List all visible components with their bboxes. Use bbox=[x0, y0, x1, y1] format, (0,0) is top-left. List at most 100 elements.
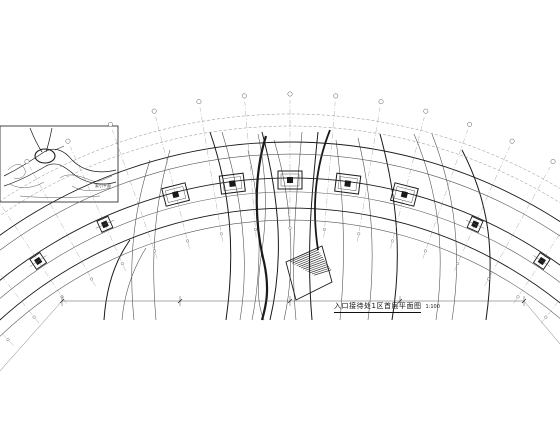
grid-line bbox=[0, 330, 14, 346]
pavilion-column bbox=[344, 180, 352, 187]
pavilion-inner bbox=[165, 186, 187, 203]
grid-bubble bbox=[390, 239, 394, 243]
pavilion-inner bbox=[280, 173, 300, 187]
grid-line bbox=[513, 233, 560, 304]
extension-line bbox=[523, 300, 560, 345]
grid-line bbox=[540, 299, 560, 324]
ramp-step bbox=[296, 255, 322, 266]
grid-bubble bbox=[120, 262, 124, 266]
key-plan-label: 索引平面 bbox=[95, 182, 111, 188]
key-plan-road bbox=[29, 127, 53, 153]
grid-line bbox=[357, 107, 381, 242]
pavilion-column bbox=[171, 190, 180, 199]
column-axis bbox=[95, 220, 115, 229]
building-arcs bbox=[0, 113, 560, 337]
dashed-arc bbox=[0, 125, 560, 217]
grid-bubble bbox=[544, 315, 548, 319]
grid-bubble bbox=[151, 108, 157, 114]
grid-bubble bbox=[186, 239, 190, 243]
pavilion-module bbox=[218, 172, 246, 195]
ramp-step bbox=[305, 262, 327, 271]
arc-line bbox=[0, 177, 560, 281]
grid-bubble bbox=[456, 262, 460, 266]
grid-bubble bbox=[423, 249, 427, 253]
dimension-slash bbox=[177, 298, 183, 304]
key-plan-leader bbox=[54, 145, 65, 151]
arc-line bbox=[0, 153, 560, 251]
grid-line bbox=[112, 129, 158, 259]
ramp-step bbox=[307, 264, 328, 272]
ramp-step bbox=[300, 258, 325, 269]
pavilion-column bbox=[400, 190, 409, 199]
ramp-step bbox=[294, 253, 321, 265]
drawing-title-block: 入口接待处1区首层平面图 1:100 bbox=[334, 301, 440, 313]
entrance-ramp bbox=[285, 245, 333, 301]
landscape-curve bbox=[209, 131, 232, 321]
dimension-slash bbox=[397, 298, 403, 304]
grid-bubble bbox=[550, 159, 556, 164]
grid-bubble bbox=[287, 91, 293, 97]
key-plan-highlight bbox=[34, 148, 56, 164]
column-bay bbox=[29, 252, 48, 270]
pavilion-module bbox=[334, 172, 362, 195]
pavilion-module bbox=[389, 182, 419, 207]
pavilion-inner bbox=[337, 176, 358, 191]
ramp-outline bbox=[285, 245, 333, 301]
grid-bubble bbox=[322, 227, 326, 231]
grid-bubble bbox=[196, 99, 202, 105]
ramp-step bbox=[314, 269, 332, 276]
pavilion-wall bbox=[161, 182, 191, 207]
grid-line bbox=[454, 146, 510, 271]
pavilion-inner bbox=[222, 176, 243, 191]
column-axis bbox=[533, 255, 551, 267]
arc-line bbox=[0, 207, 560, 321]
column-axis bbox=[465, 220, 485, 229]
grid-line bbox=[484, 166, 551, 287]
landscape-curve bbox=[335, 139, 344, 321]
grid-line bbox=[29, 166, 96, 287]
dimension-lines bbox=[0, 296, 560, 372]
grid-line bbox=[422, 129, 468, 259]
pavilion-column bbox=[228, 180, 236, 187]
column-bays bbox=[29, 215, 551, 270]
grid-bubble bbox=[423, 108, 429, 114]
landscape-curves bbox=[103, 129, 491, 321]
pavilion-module bbox=[161, 182, 191, 207]
landscape-curve bbox=[121, 247, 147, 321]
ramp-step bbox=[309, 265, 329, 274]
landscape-curve bbox=[357, 137, 373, 321]
column-axis bbox=[29, 255, 47, 267]
arc-line bbox=[0, 141, 560, 236]
landscape-curve bbox=[273, 139, 292, 321]
dimension-slash bbox=[287, 298, 293, 304]
ramp-step bbox=[311, 267, 331, 275]
grid-bubble bbox=[24, 159, 30, 164]
landscape-curve bbox=[131, 159, 151, 321]
key-plan-road bbox=[3, 163, 117, 187]
landscape-curve bbox=[379, 133, 398, 321]
grid-bubble bbox=[65, 138, 71, 144]
grid-bubble bbox=[378, 99, 384, 105]
column-bay bbox=[532, 252, 551, 270]
ramp-step bbox=[303, 260, 326, 270]
grid-bubble bbox=[486, 277, 490, 281]
landscape-curve bbox=[309, 131, 319, 321]
axis-grid bbox=[0, 91, 560, 346]
central-spine bbox=[255, 135, 269, 321]
landscape-curve bbox=[153, 149, 171, 321]
grid-line bbox=[0, 273, 40, 324]
arc-line bbox=[0, 219, 560, 337]
drawing-title: 入口接待处1区首层平面图 bbox=[334, 301, 422, 313]
grid-bubble bbox=[6, 338, 10, 342]
grid-line bbox=[244, 101, 257, 238]
grid-line bbox=[155, 116, 190, 249]
grid-line bbox=[390, 116, 425, 249]
key-plan-inset: 索引平面 bbox=[0, 125, 119, 203]
grid-bubble bbox=[516, 295, 520, 299]
grid-bubble bbox=[333, 93, 339, 99]
grid-bubble bbox=[241, 93, 247, 99]
entrance-pavilion bbox=[161, 170, 419, 301]
grid-line bbox=[0, 203, 67, 304]
extension-line bbox=[0, 300, 63, 372]
